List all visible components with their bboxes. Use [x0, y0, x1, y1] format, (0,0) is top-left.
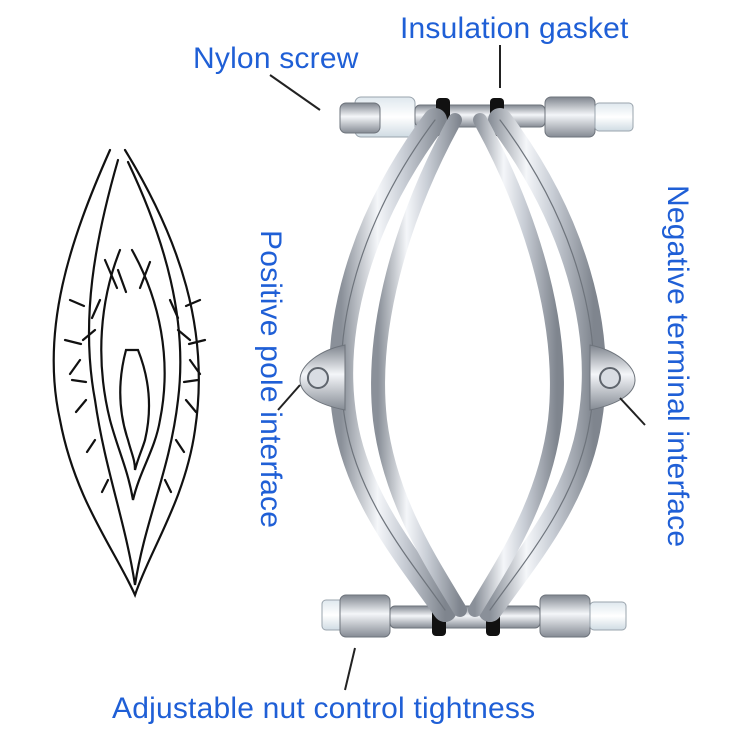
label-insulation-gasket: Insulation gasket: [400, 12, 629, 45]
sketch-illustration: [52, 148, 207, 599]
label-positive-pole: Positive pole interface: [254, 230, 287, 529]
label-adjustable-nut: Adjustable nut control tightness: [112, 692, 536, 725]
positive-lug: [299, 344, 346, 411]
leader-lines: [269, 45, 646, 691]
label-negative-terminal: Negative terminal interface: [661, 185, 694, 548]
device-clamp-arms: [329, 108, 606, 622]
negative-lug: [589, 344, 636, 411]
label-nylon-screw: Nylon screw: [193, 42, 359, 75]
device-bottom-bar: [321, 594, 627, 638]
